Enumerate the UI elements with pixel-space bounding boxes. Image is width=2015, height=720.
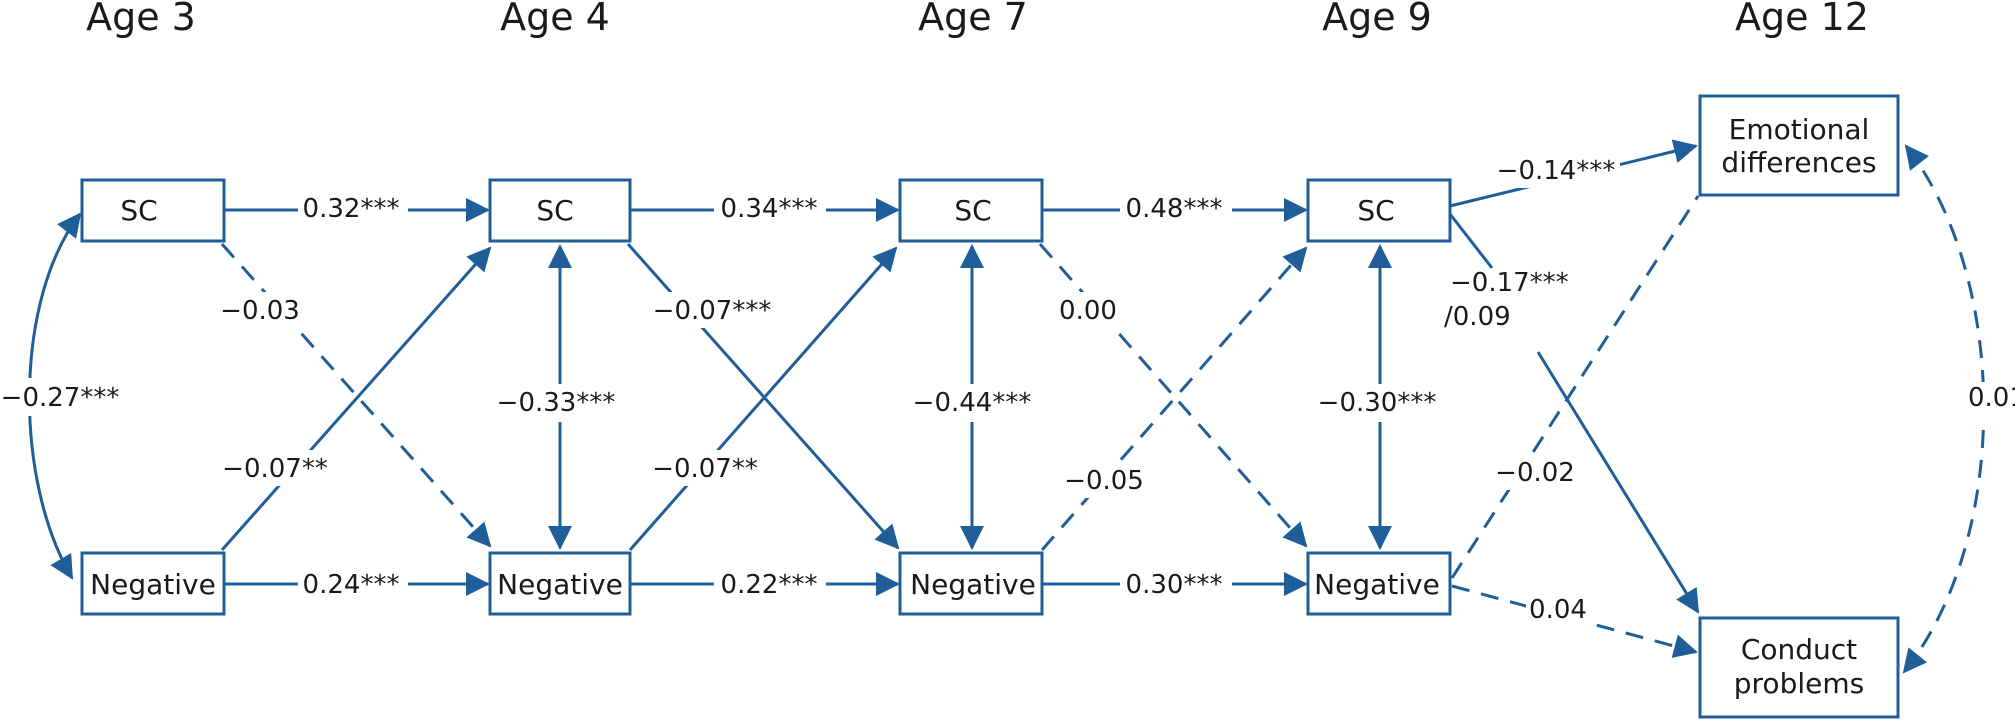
age-header-3: Age 3 [86,0,196,39]
svg-text:−0.02: −0.02 [1495,458,1575,488]
node-negative-age7: Negative [898,551,1044,616]
edge-label-sc-7-9: 0.48*** [1120,190,1232,228]
edge-label-cov-age12: 0.01 [1964,382,2015,420]
edge-sc3-neg4 [220,243,492,548]
svg-text:−0.05: −0.05 [1064,466,1144,496]
svg-text:−0.33***: −0.33*** [497,388,616,418]
edge-label-neg3-sc4: −0.07** [218,450,334,486]
node-emotional-differences: Emotional differences [1698,94,1900,197]
node-label-line1: Emotional [1729,113,1870,146]
edge-sc9-conduct-a [1448,213,1494,269]
edge-label-sc3-neg4: −0.03 [218,292,300,328]
edge-label-sc4-neg7: −0.07*** [648,292,780,328]
svg-text:−0.27***: −0.27*** [1,383,120,413]
age-header-7: Age 7 [918,0,1028,39]
edge-neg9-emo [1450,195,1700,579]
svg-text:0.00: 0.00 [1059,296,1117,326]
node-label: SC [1357,194,1394,227]
node-sc-age7: SC [898,178,1044,243]
edge-neg7-sc9 [1040,246,1308,551]
edge-label-cov-age4: −0.33*** [494,384,622,422]
age-header-12: Age 12 [1735,0,1869,39]
svg-text:0.32***: 0.32*** [303,194,400,224]
edge-label-neg9-emo: −0.02 [1494,454,1578,490]
edge-neg3-sc4 [220,246,492,551]
node-negative-age4: Negative [488,551,632,616]
edge-label-sc-3-4: 0.32*** [298,190,408,228]
edge-label-neg-3-4: 0.24*** [298,565,408,603]
node-label: Negative [910,568,1036,601]
node-label-line1: Conduct [1741,633,1857,666]
node-label: SC [536,194,573,227]
edge-label-neg-4-7: 0.22*** [714,565,826,603]
edge-sc9-conduct-b [1536,351,1700,614]
node-label: SC [120,194,157,227]
node-sc-age9: SC [1306,178,1452,243]
svg-text:0.04: 0.04 [1529,595,1587,625]
node-label-line2: problems [1734,667,1864,700]
node-conduct-problems: Conduct problems [1698,616,1900,719]
edge-label-neg4-sc7: −0.07** [648,450,764,486]
edge-label-line1: −0.17*** [1450,268,1569,298]
svg-text:0.24***: 0.24*** [303,570,400,600]
svg-text:0.34***: 0.34*** [721,194,818,224]
edge-neg4-sc7 [628,246,898,551]
edge-label-neg7-sc9: −0.05 [1064,462,1148,498]
edge-label-neg9-conduct: 0.04 [1526,594,1590,630]
age-header-9: Age 9 [1322,0,1432,39]
edge-label-sc7-neg9: 0.00 [1059,292,1124,328]
edge-label-sc9-emo: −0.14*** [1492,152,1620,188]
svg-text:0.48***: 0.48*** [1126,194,1223,224]
edge-label-cov-age3: −0.27*** [0,378,119,416]
node-sc-age3: SC [80,178,226,243]
edge-label-sc9-conduct: −0.17*** /0.09 [1444,268,1569,332]
node-label: Negative [1314,568,1440,601]
node-negative-age9: Negative [1306,551,1452,616]
svg-text:−0.03: −0.03 [220,296,300,326]
node-label: Negative [90,568,216,601]
edge-label-line2: /0.09 [1444,302,1511,332]
svg-text:−0.07**: −0.07** [222,454,328,484]
svg-text:−0.07***: −0.07*** [653,296,772,326]
svg-text:0.22***: 0.22*** [721,570,818,600]
node-label-line2: differences [1721,146,1876,179]
edge-label-cov-age7: −0.44*** [908,384,1036,422]
edge-sc7-neg9 [1038,243,1308,548]
svg-text:0.30***: 0.30*** [1126,570,1223,600]
svg-text:−0.44***: −0.44*** [913,388,1032,418]
svg-text:−0.14***: −0.14*** [1497,156,1616,186]
node-negative-age3: Negative [80,551,226,616]
edge-label-neg-7-9: 0.30*** [1120,565,1232,603]
node-label: SC [954,194,991,227]
svg-text:−0.30***: −0.30*** [1318,388,1437,418]
node-label: Negative [497,568,623,601]
edge-label-cov-age9: −0.30*** [1314,384,1442,422]
age-header-4: Age 4 [500,0,610,39]
node-sc-age4: SC [488,178,632,243]
edge-label-sc-4-7: 0.34*** [714,190,826,228]
svg-text:0.01: 0.01 [1968,383,2015,413]
svg-text:−0.07**: −0.07** [652,454,758,484]
